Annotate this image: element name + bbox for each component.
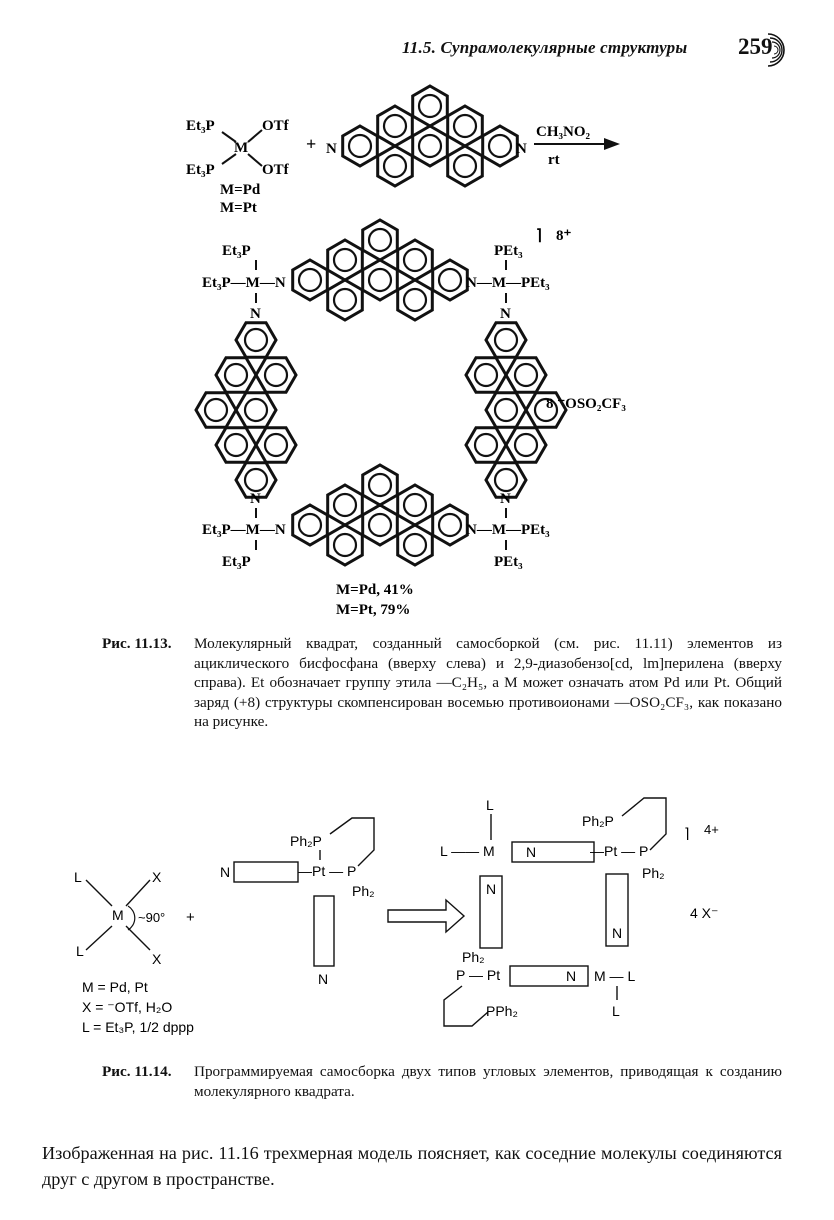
page-number: 259: [738, 34, 773, 59]
sq-n-right-bar: N: [612, 925, 622, 941]
square-charge: 8⁺: [556, 228, 572, 244]
corner-bl-line: Et₃P—M—N: [202, 522, 286, 538]
sq-counterion: 4 X⁻: [690, 905, 718, 921]
pt-n-left: N: [220, 864, 230, 880]
sq-n-left-bar: N: [486, 881, 496, 897]
pt-n-bottom: N: [318, 971, 328, 987]
page-corner-swirl-icon: [767, 33, 785, 67]
square-charge-bracket: ⌉: [536, 228, 542, 244]
assembly-arrow: [387, 898, 466, 934]
sq-p-pt: P — Pt: [456, 967, 500, 983]
corner-m: M: [112, 907, 124, 923]
corner-tr-n: N: [500, 306, 511, 322]
reagent-m-pd: M=Pd: [220, 182, 261, 198]
yield-pt: M=Pt, 79%: [336, 602, 410, 618]
sq-pt-p-top: —Pt — P: [590, 843, 648, 859]
corner-x-bottom: X: [152, 951, 162, 967]
square-ligand-left: [194, 321, 298, 499]
pt-unit: Ph₂P —Pt — P Ph₂ N N: [220, 817, 375, 987]
pt-ph2p: Ph₂P: [290, 833, 322, 849]
reagent-m-pt: M=Pt: [220, 200, 257, 216]
corner-tr-line: N—M—PEt₃: [466, 275, 550, 291]
corner-tl-line: Et₃P—M—N: [202, 275, 286, 291]
sq-ph2p-top: Ph₂P: [582, 813, 614, 829]
pt-ph2: Ph₂: [352, 883, 375, 899]
square-ligand-bottom: [291, 463, 469, 567]
corner-bl-n: N: [250, 491, 261, 507]
reaction-arrow: CH₃NO₂ rt: [534, 124, 620, 168]
corner-bl-et3p-bottom: Et₃P: [222, 554, 251, 570]
sq-l-m: L —— M: [440, 843, 495, 859]
corner-tl-n: N: [250, 306, 261, 322]
sq-charge-bracket: ⌉: [684, 825, 689, 841]
def-x: X = ⁻OTf, H₂O: [82, 999, 172, 1015]
corner-angle: ~90°: [138, 910, 165, 925]
yield-pd: M=Pd, 41%: [336, 582, 414, 598]
fig2-plus: +: [186, 909, 195, 926]
page-header: 11.5. Супрамолекулярные структуры 259: [396, 33, 806, 74]
corner-tl-et3p-top: Et₃P: [222, 243, 251, 259]
caption-text: Программируемая самосборка двух типов уг…: [194, 1063, 782, 1100]
reagent-et3p-top: Et₃P: [186, 118, 215, 134]
ligand-n-left: N: [326, 141, 337, 157]
square-counterion: 8 ⁻OSO₂CF₃: [546, 396, 626, 412]
figure-caption-11-14: Рис. 11.14. Программируемая самосборка д…: [102, 1062, 782, 1106]
caption-label: Рис. 11.14.: [102, 1063, 172, 1080]
assembled-square: L L —— M N Ph₂P —Pt — P Ph₂ ⌉ 4+ N N 4 X…: [440, 797, 719, 1027]
corner-br-n: N: [500, 491, 511, 507]
conditions-label: rt: [548, 152, 560, 168]
corner-l-bottom: L: [76, 943, 84, 959]
sq-charge: 4+: [704, 822, 719, 837]
caption-text: Молекулярный квадрат, созданный самосбор…: [194, 635, 782, 730]
reagent-otf-top: OTf: [262, 118, 290, 134]
corner-unit: L X M ~90° L X + M = Pd, Pt X = ⁻OTf, H₂…: [74, 869, 195, 1035]
sq-l-top: L: [486, 797, 494, 813]
running-title: 11.5. Супрамолекулярные структуры: [402, 38, 688, 57]
figure-caption-11-13: Рис. 11.13. Молекулярный квадрат, создан…: [102, 634, 782, 744]
corner-l-top: L: [74, 869, 82, 885]
reaction-plus: +: [306, 134, 316, 154]
reagent-otf-bottom: OTf: [262, 162, 290, 178]
sq-ph2-top: Ph₂: [642, 865, 665, 881]
corner-br-pet3-bottom: PEt₃: [494, 554, 523, 570]
ligand-n-right: N: [516, 141, 527, 157]
diaza-ligand-top: N N: [326, 84, 527, 188]
sq-m-l: M — L: [594, 968, 635, 984]
figure-11-14: L X M ~90° L X + M = Pd, Pt X = ⁻OTf, H₂…: [74, 797, 719, 1035]
molecular-square: Et₃P Et₃P—M—N N PEt₃ N—M—PEt₃ N ⌉ 8⁺ 8 ⁻…: [194, 218, 626, 618]
sq-n-top-bar: N: [526, 844, 536, 860]
figure-11-13: Et₃P OTf M Et₃P OTf M=Pd M=Pt + N N: [186, 84, 626, 618]
metal-reagent: Et₃P OTf M Et₃P OTf M=Pd M=Pt: [186, 118, 290, 216]
sq-l-bottom: L: [612, 1003, 620, 1019]
pt-pt-p: —Pt — P: [298, 863, 356, 879]
square-ligand-top: [291, 218, 469, 322]
sq-pph2: PPh₂: [486, 1003, 518, 1019]
sq-ph2-bottom: Ph₂: [462, 949, 485, 965]
corner-tr-pet3-top: PEt₃: [494, 243, 523, 259]
corner-x-top: X: [152, 869, 162, 885]
reagent-et3p-bottom: Et₃P: [186, 162, 215, 178]
caption-label: Рис. 11.13.: [102, 635, 172, 652]
corner-br-line: N—M—PEt₃: [466, 522, 550, 538]
def-l: L = Et₃P, 1/2 dppp: [82, 1019, 194, 1035]
body-paragraph: Изображенная на рис. 11.16 трехмерная мо…: [42, 1143, 782, 1189]
def-m: M = Pd, Pt: [82, 979, 148, 995]
reagent-metal: M: [234, 140, 248, 156]
sq-n-bottom-bar: N: [566, 968, 576, 984]
solvent-label: CH₃NO₂: [536, 124, 590, 140]
